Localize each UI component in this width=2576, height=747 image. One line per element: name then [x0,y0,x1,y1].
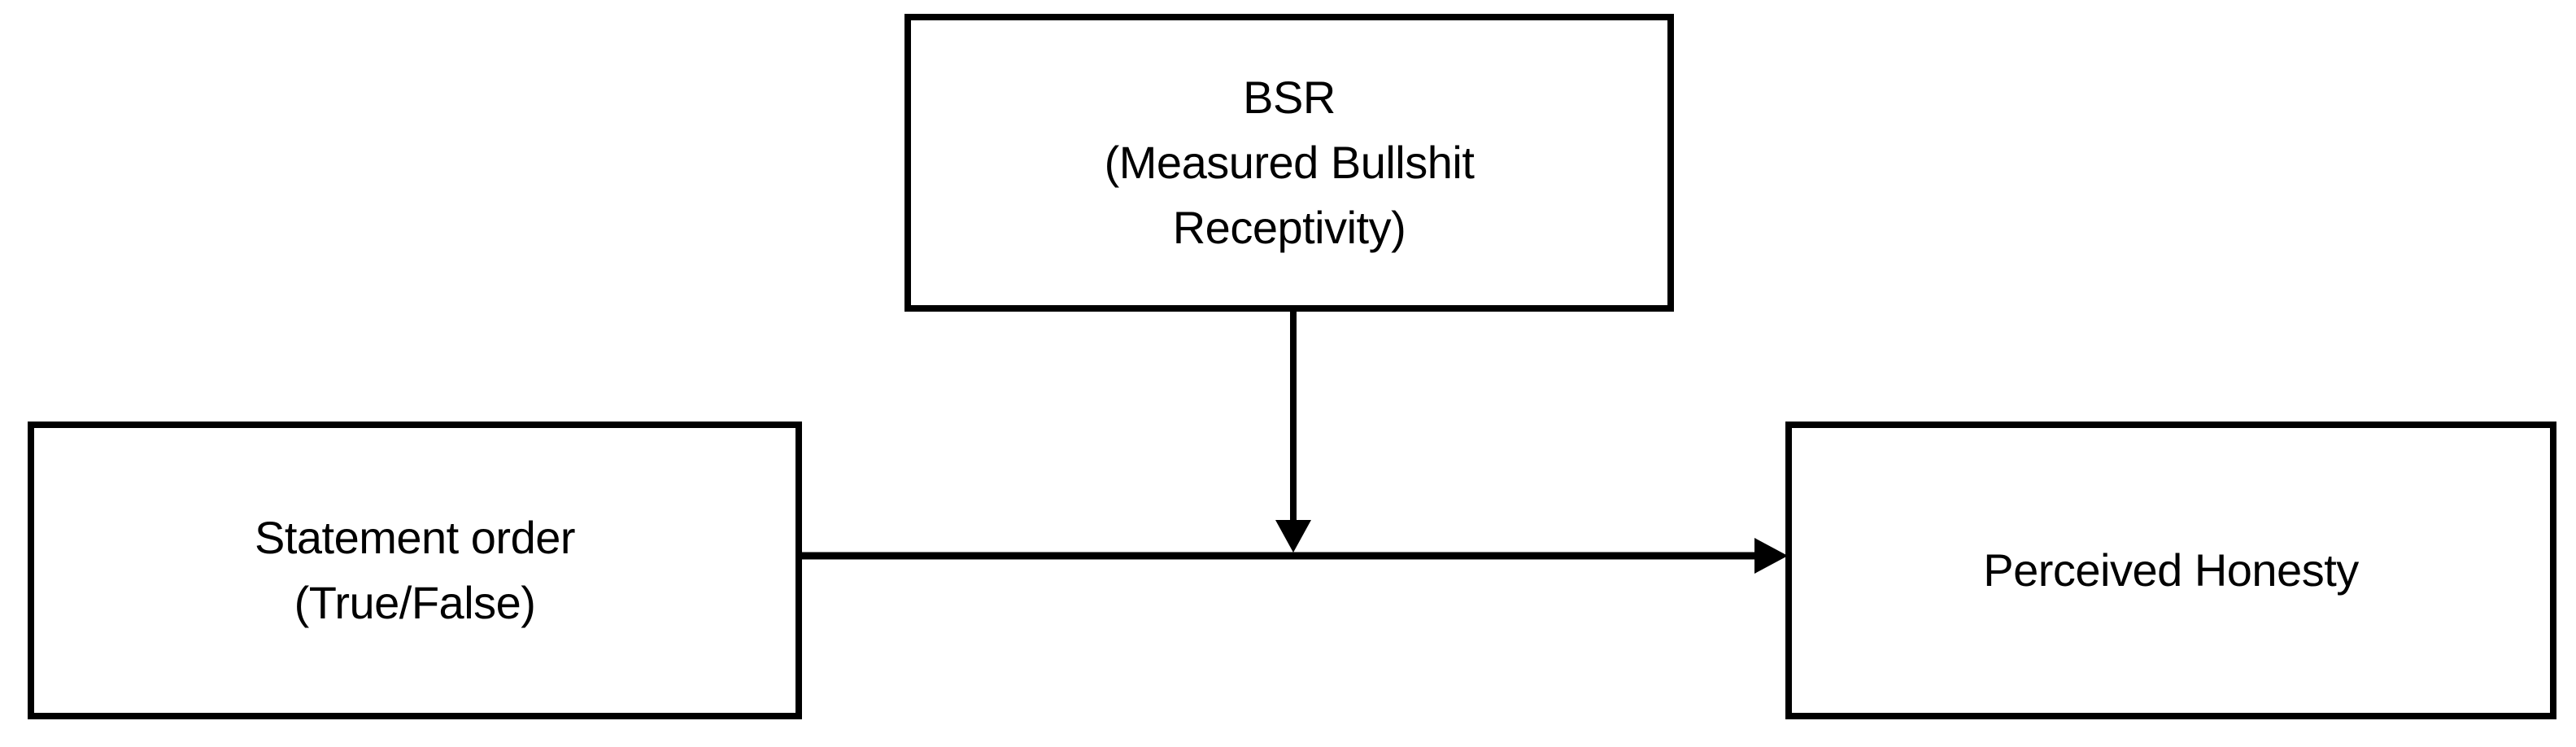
node-bsr-label-line-1: BSR [1243,72,1336,123]
node-perceived-honesty-label-line-1: Perceived Honesty [1983,544,2359,596]
node-bsr-label-line-2: (Measured Bullshit [1104,137,1475,188]
main-effect-arrowhead [1754,538,1788,574]
node-statement-order-label-line-2: (True/False) [294,577,536,628]
main-effect-arrow [801,538,1788,574]
node-perceived-honesty[interactable]: Perceived Honesty [1785,422,2556,719]
moderation-arrow [1275,312,1311,553]
node-bsr[interactable]: BSR (Measured Bullshit Receptivity) [904,14,1674,312]
node-bsr-label-line-3: Receptivity) [1172,202,1406,253]
node-statement-order[interactable]: Statement order (True/False) [28,422,802,719]
moderation-arrowhead [1275,520,1311,553]
node-statement-order-label-line-1: Statement order [254,512,576,563]
